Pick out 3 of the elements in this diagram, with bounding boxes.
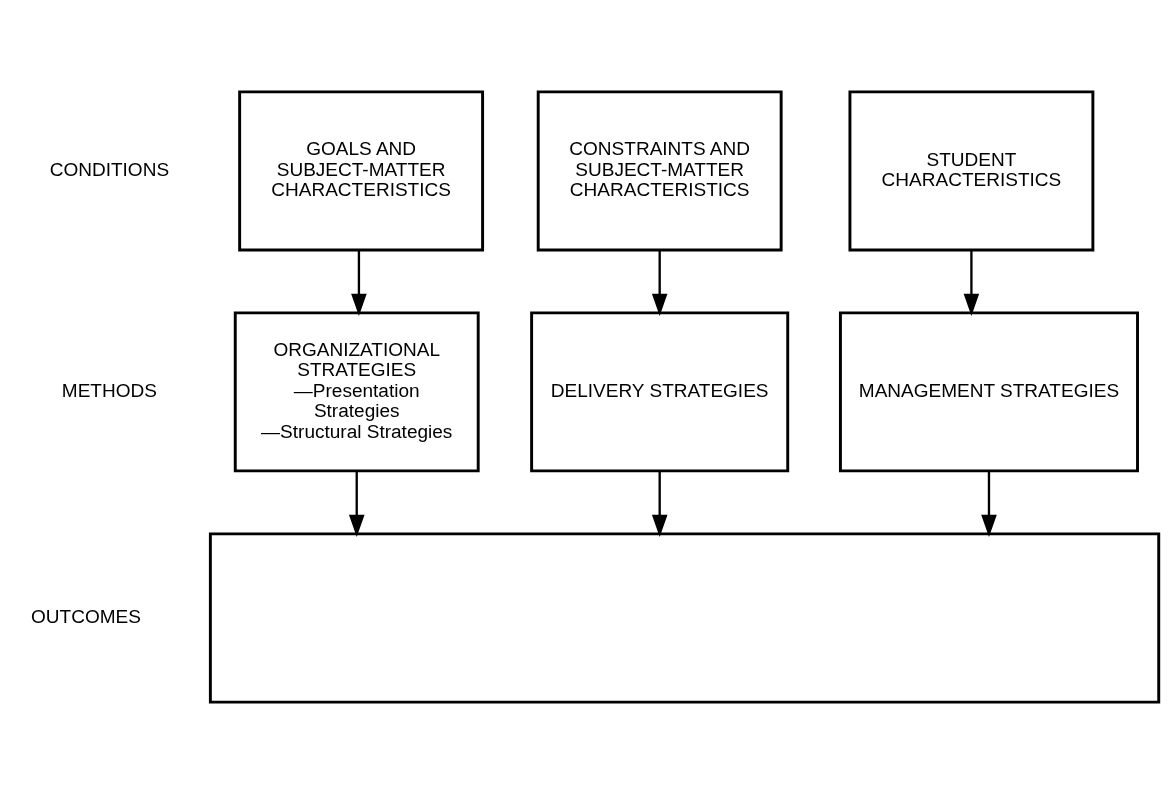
label: CONDITIONS <box>49 158 170 180</box>
label: METHODS <box>61 379 157 401</box>
label: OUTCOMES <box>31 605 141 627</box>
